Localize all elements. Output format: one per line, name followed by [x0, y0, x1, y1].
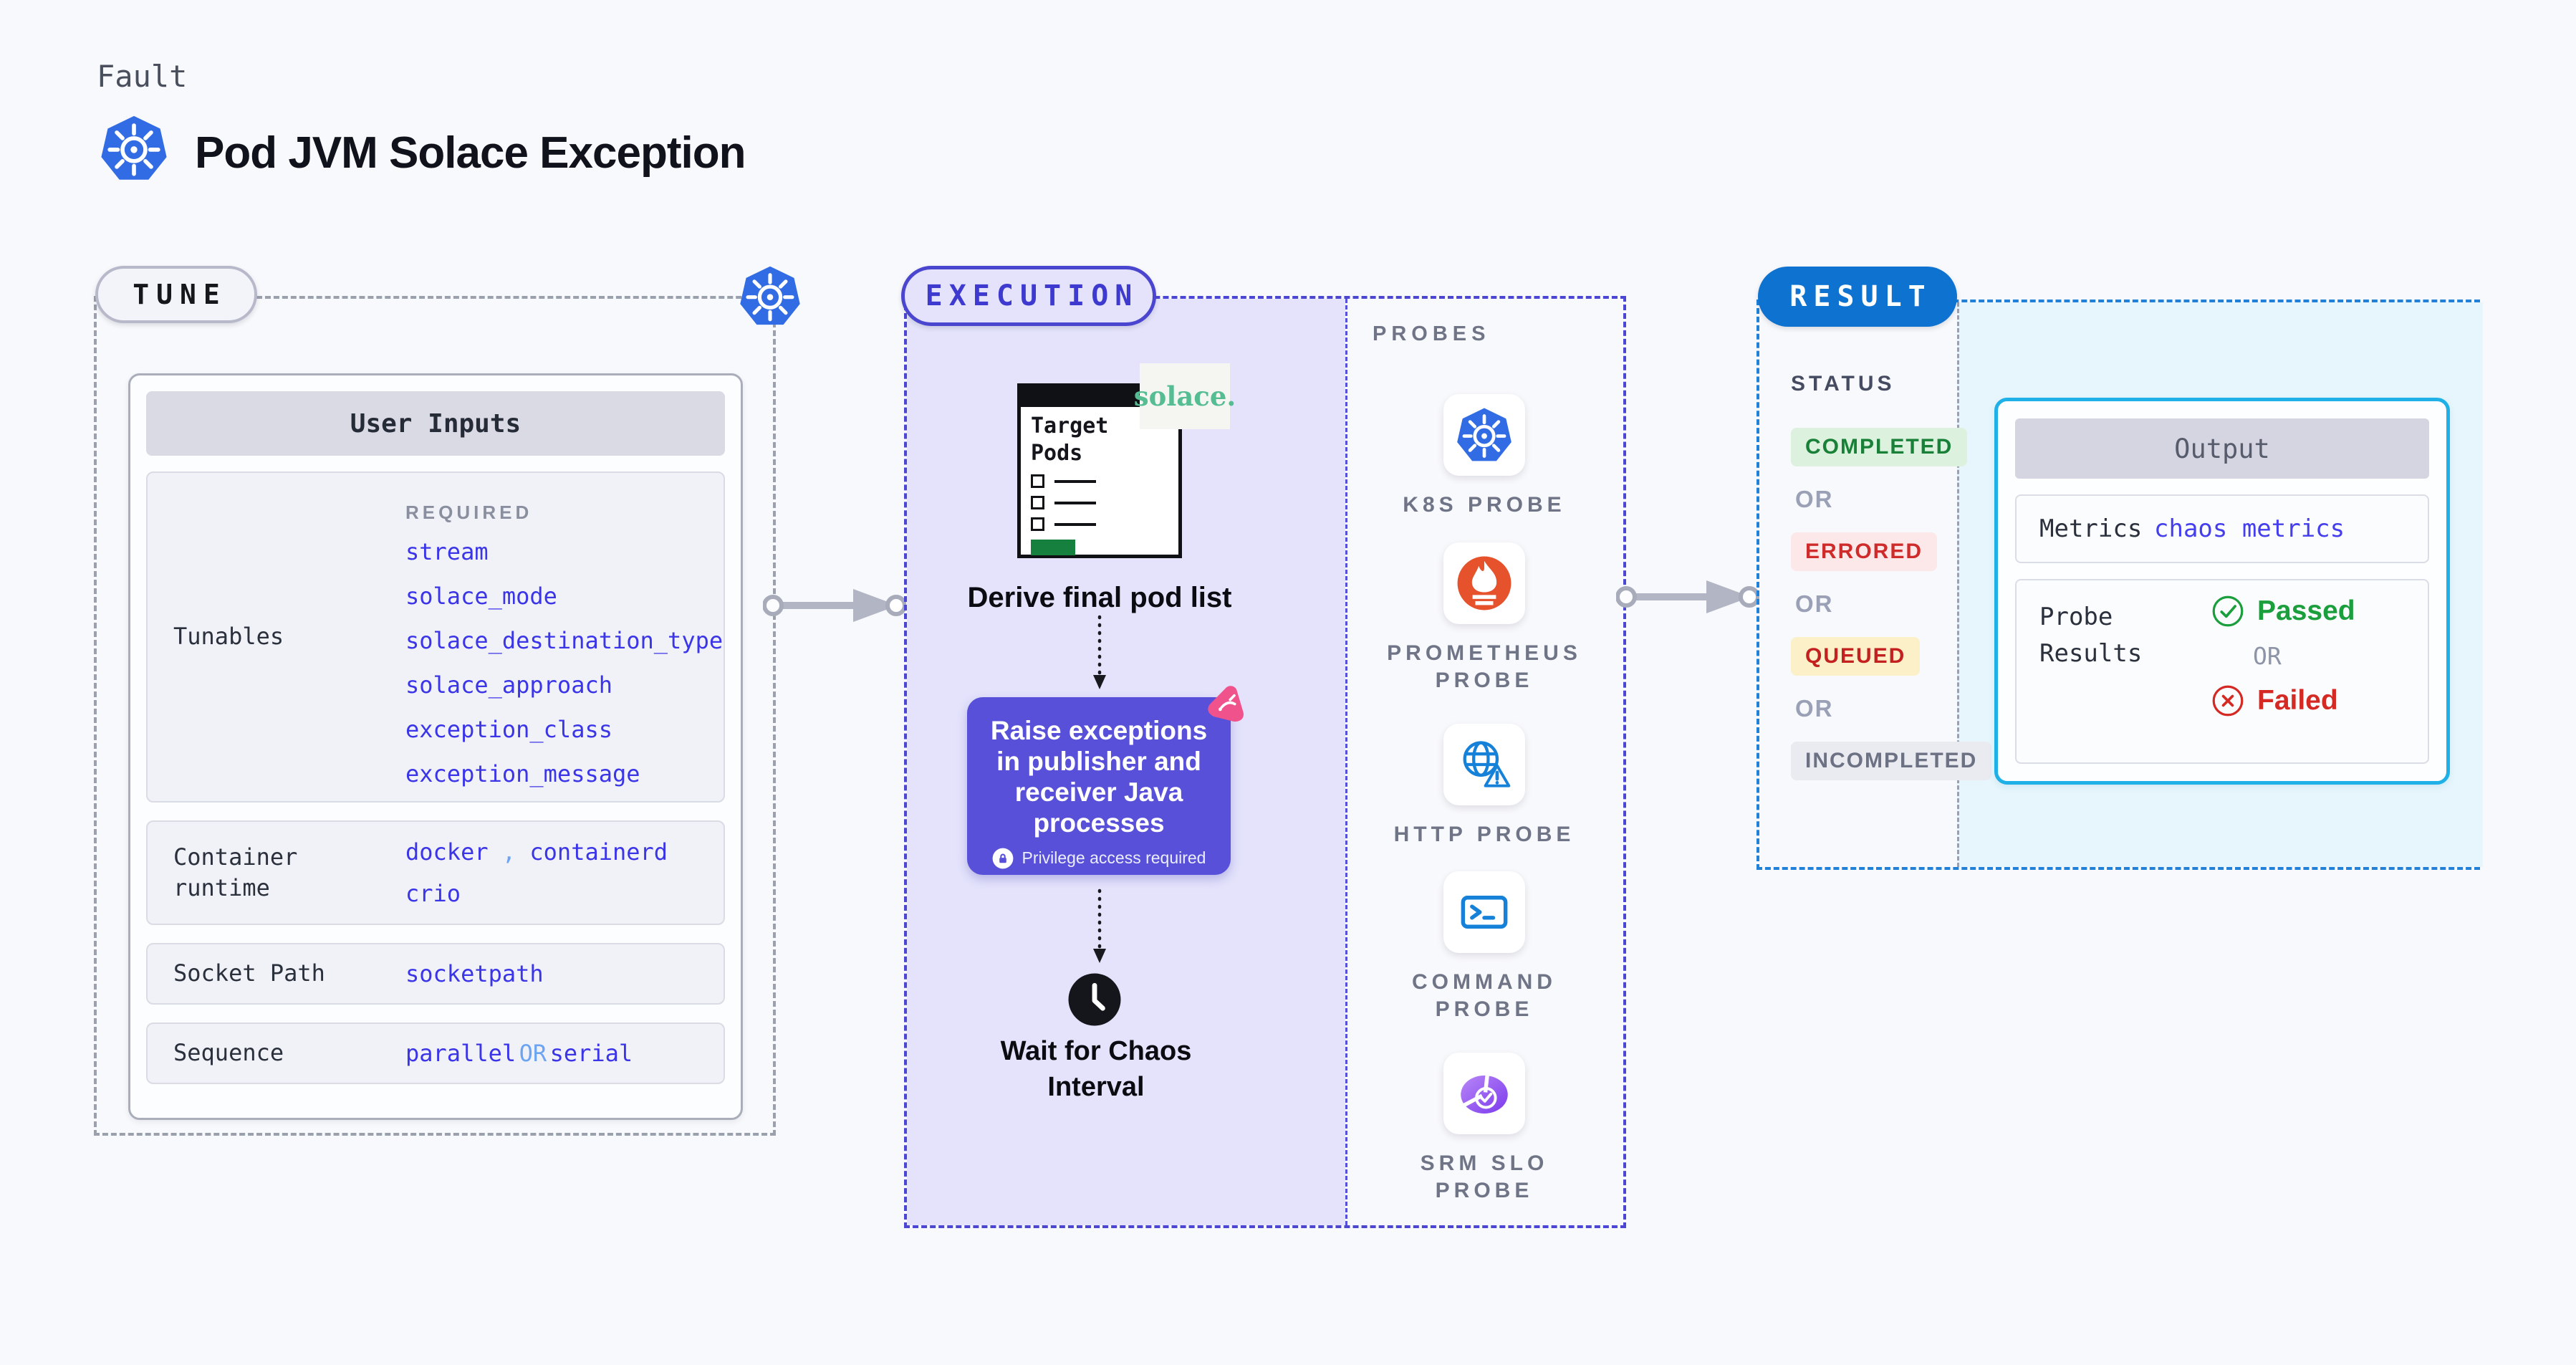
- output-card: Output Metrics chaos metrics Probe Resul…: [1994, 398, 2450, 785]
- probe-card: [1443, 1053, 1525, 1134]
- raise-exceptions-text: Raise exceptions in publisher and receiv…: [990, 716, 1208, 838]
- list-line: [1054, 479, 1096, 483]
- probe-label: PROMETHEUS PROBE: [1387, 641, 1582, 692]
- probe-results-row: Probe Results Passed OR Failed: [2015, 579, 2429, 764]
- raise-exceptions-step: Raise exceptions in publisher and receiv…: [967, 697, 1231, 875]
- status-badge-completed: COMPLETED: [1791, 428, 1968, 466]
- slo-donut-check-icon: [1456, 1065, 1512, 1121]
- dotted-arrow-icon: [1090, 615, 1110, 690]
- privilege-badge: Privilege access required: [1022, 848, 1206, 868]
- container-runtime-label: Container runtime: [173, 843, 298, 901]
- or-label: OR: [1795, 695, 1834, 722]
- page-title: Pod JVM Solace Exception: [195, 128, 746, 178]
- tunable-value: solace_mode: [405, 583, 557, 610]
- sequence-label: Sequence: [173, 1039, 284, 1067]
- socket-path-label: Socket Path: [173, 959, 325, 987]
- tunables-row: Tunables REQUIRED stream solace_mode sol…: [146, 471, 725, 803]
- or-label: OR: [2253, 642, 2282, 670]
- failed-label: Failed: [2257, 685, 2338, 716]
- output-title: Output: [2015, 418, 2429, 479]
- pod-list-item: [1031, 496, 1168, 509]
- tunable-value: solace_destination_type: [405, 627, 724, 654]
- sequence-value: serial: [549, 1040, 633, 1067]
- wait-chaos-interval-step: Wait for Chaos Interval: [1000, 1036, 1192, 1103]
- kubernetes-icon: [100, 115, 168, 182]
- probe-card: [1443, 871, 1525, 953]
- probe-label: COMMAND PROBE: [1412, 970, 1557, 1021]
- execution-pill-label: EXECUTION: [925, 279, 1139, 312]
- status-heading: STATUS: [1791, 372, 1895, 396]
- x-circle-icon: [2211, 684, 2244, 717]
- check-circle-icon: [2211, 595, 2244, 628]
- clock-icon: [1067, 972, 1122, 1027]
- sequence-row: Sequence parallel OR serial: [146, 1022, 725, 1084]
- probe-label: K8S PROBE: [1403, 493, 1566, 517]
- execution-pill: EXECUTION: [901, 266, 1156, 326]
- kubernetes-icon: [739, 265, 801, 327]
- checkbox-icon: [1031, 496, 1044, 509]
- socket-path-value: socketpath: [405, 960, 544, 987]
- tunable-value: exception_class: [405, 716, 612, 743]
- tune-section: [94, 296, 776, 1136]
- checkbox-icon: [1031, 474, 1044, 488]
- fault-kicker: Fault: [97, 59, 188, 94]
- probe-label: HTTP PROBE: [1393, 823, 1575, 846]
- metrics-row: Metrics chaos metrics: [2015, 494, 2429, 563]
- lock-icon: [992, 848, 1014, 869]
- http-globe-warning-icon: [1456, 737, 1512, 792]
- user-inputs-card: User Inputs Tunables REQUIRED stream sol…: [128, 373, 743, 1120]
- runtime-separator: ,: [501, 838, 516, 866]
- runtime-value: crio: [405, 880, 461, 907]
- tune-pill-label: TUNE: [133, 279, 227, 310]
- metrics-value: chaos metrics: [2154, 514, 2345, 543]
- confirm-button-shape: [1031, 540, 1075, 555]
- runtime-value: docker: [405, 838, 489, 866]
- probe-card: [1443, 542, 1525, 624]
- sequence-or: OR: [519, 1040, 547, 1067]
- prometheus-icon: [1456, 555, 1512, 611]
- sequence-value: parallel: [405, 1040, 516, 1067]
- checkbox-icon: [1031, 517, 1044, 531]
- tunable-value: stream: [405, 538, 489, 565]
- result-pill-label: RESULT: [1789, 280, 1932, 313]
- or-label: OR: [1795, 590, 1834, 617]
- flow-arrow-icon: [763, 584, 906, 627]
- kubernetes-icon: [1456, 407, 1512, 463]
- terminal-icon: [1456, 884, 1512, 940]
- status-badge-queued: QUEUED: [1791, 637, 1921, 676]
- dotted-arrow-icon: [1090, 889, 1110, 964]
- list-line: [1054, 522, 1096, 526]
- runtime-value: containerd: [529, 838, 668, 866]
- passed-label: Passed: [2257, 595, 2355, 626]
- probe-results-label: Probe Results: [2039, 603, 2143, 668]
- tunable-value: exception_message: [405, 760, 640, 787]
- solace-logo: solace.: [1134, 363, 1236, 429]
- pod-list-item: [1031, 474, 1168, 488]
- target-pods-title: Target Pods: [1031, 413, 1109, 466]
- status-badge-errored: ERRORED: [1791, 532, 1938, 571]
- user-inputs-title: User Inputs: [146, 391, 725, 456]
- tune-pill: TUNE: [95, 266, 257, 323]
- derive-pod-list-step: Derive final pod list: [967, 582, 1232, 613]
- probe-card: [1443, 724, 1525, 805]
- status-badge-incompleted: INCOMPLETED: [1791, 742, 1992, 780]
- or-label: OR: [1795, 486, 1834, 512]
- probe-label: SRM SLO PROBE: [1420, 1151, 1549, 1202]
- probe-card: [1443, 394, 1525, 476]
- tunables-label: Tunables: [173, 623, 284, 651]
- result-pill: RESULT: [1758, 267, 1957, 327]
- list-line: [1054, 501, 1096, 504]
- probes-divider: [1345, 299, 1347, 1225]
- status-column: STATUS COMPLETED OR ERRORED OR QUEUED OR…: [1759, 302, 1992, 780]
- probes-heading: PROBES: [1373, 322, 1491, 345]
- metrics-label: Metrics: [2039, 514, 2143, 543]
- flow-arrow-icon: [1616, 575, 1759, 618]
- container-runtime-row: Container runtime docker , containerd cr…: [146, 820, 725, 925]
- tunable-value: solace_approach: [405, 671, 612, 699]
- socket-path-row: Socket Path socketpath: [146, 943, 725, 1005]
- required-label: REQUIRED: [405, 502, 533, 523]
- result-section: STATUS COMPLETED OR ERRORED OR QUEUED OR…: [1756, 300, 2483, 870]
- pod-list-item: [1031, 517, 1168, 531]
